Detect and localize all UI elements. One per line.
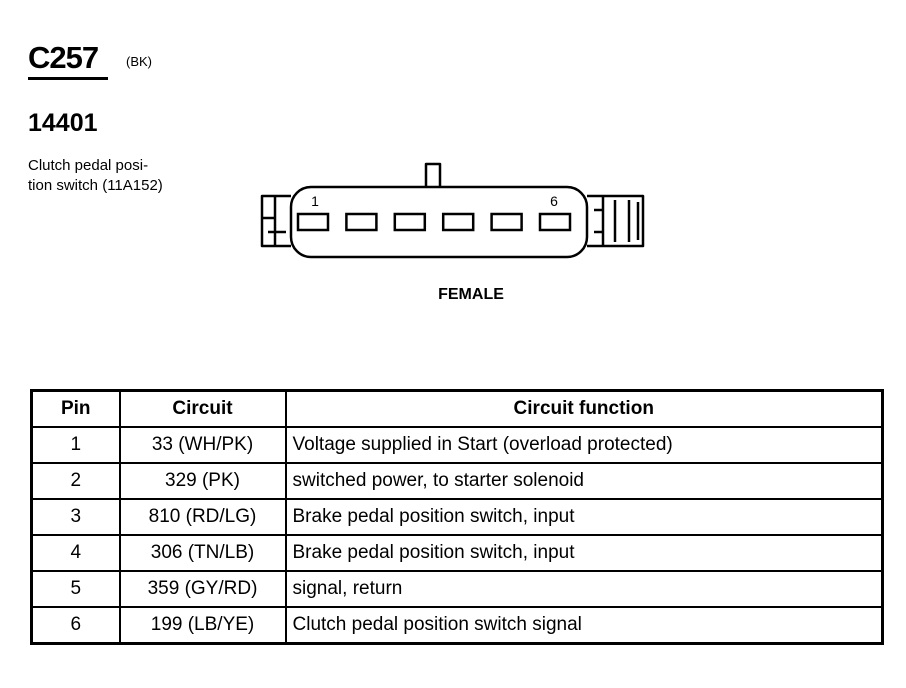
component-description-line-1: Clutch pedal posi- <box>28 157 149 174</box>
pin-cavity-2 <box>345 212 378 232</box>
circuit-cell: 199 (LB/YE) <box>118 606 287 645</box>
pin-last-label: 6 <box>550 193 558 209</box>
header-pin: Pin <box>30 389 121 428</box>
connector-face-diagram: 1 6 <box>260 162 645 259</box>
connector-color-code: (BK) <box>126 54 152 69</box>
pin-cell: 6 <box>30 606 121 645</box>
connector-id: C257 <box>28 40 99 75</box>
circuit-cell: 329 (PK) <box>118 462 287 500</box>
function-cell: Brake pedal position switch, input <box>284 534 884 572</box>
component-description: Clutch pedal posi- tion switch (11A152) <box>28 156 228 196</box>
connector-gender-label: FEMALE <box>438 286 504 303</box>
title-underline <box>28 77 108 80</box>
right-latch <box>587 194 645 248</box>
pin-cell: 5 <box>30 570 121 608</box>
pin-cavity-3 <box>393 212 427 232</box>
pin-cell: 4 <box>30 534 121 572</box>
connector-key <box>424 162 442 188</box>
pin-cavity-5 <box>490 212 523 232</box>
pin-cell: 2 <box>30 462 121 500</box>
header-circuit-function: Circuit function <box>284 389 884 428</box>
function-cell: signal, return <box>284 570 884 608</box>
table-row: 6 199 (LB/YE) Clutch pedal position swit… <box>30 606 884 645</box>
left-latch <box>260 194 291 248</box>
table-header-row: Pin Circuit Circuit function <box>30 389 884 428</box>
function-cell: switched power, to starter solenoid <box>284 462 884 500</box>
pin-first-label: 1 <box>311 193 319 209</box>
pin-cavity-1 <box>296 212 330 232</box>
pin-cavity-6 <box>538 212 572 232</box>
component-description-line-2: tion switch (11A152) <box>28 177 163 194</box>
header-circuit: Circuit <box>118 389 287 428</box>
function-cell: Voltage supplied in Start (overload prot… <box>284 426 884 464</box>
circuit-cell: 33 (WH/PK) <box>118 426 287 464</box>
table-row: 3 810 (RD/LG) Brake pedal position switc… <box>30 498 884 536</box>
function-cell: Clutch pedal position switch signal <box>284 606 884 645</box>
table-row: 4 306 (TN/LB) Brake pedal position switc… <box>30 534 884 572</box>
table-row: 1 33 (WH/PK) Voltage supplied in Start (… <box>30 426 884 464</box>
cavity-group <box>296 212 572 232</box>
table-row: 5 359 (GY/RD) signal, return <box>30 570 884 608</box>
pin-cell: 1 <box>30 426 121 464</box>
pin-cavity-4 <box>441 212 475 232</box>
circuit-cell: 359 (GY/RD) <box>118 570 287 608</box>
part-number: 14401 <box>28 109 98 137</box>
pin-cell: 3 <box>30 498 121 536</box>
function-cell: Brake pedal position switch, input <box>284 498 884 536</box>
table-row: 2 329 (PK) switched power, to starter so… <box>30 462 884 500</box>
pinout-table: Pin Circuit Circuit function 1 33 (WH/PK… <box>30 389 884 645</box>
connector-housing <box>289 185 589 259</box>
circuit-cell: 306 (TN/LB) <box>118 534 287 572</box>
circuit-cell: 810 (RD/LG) <box>118 498 287 536</box>
